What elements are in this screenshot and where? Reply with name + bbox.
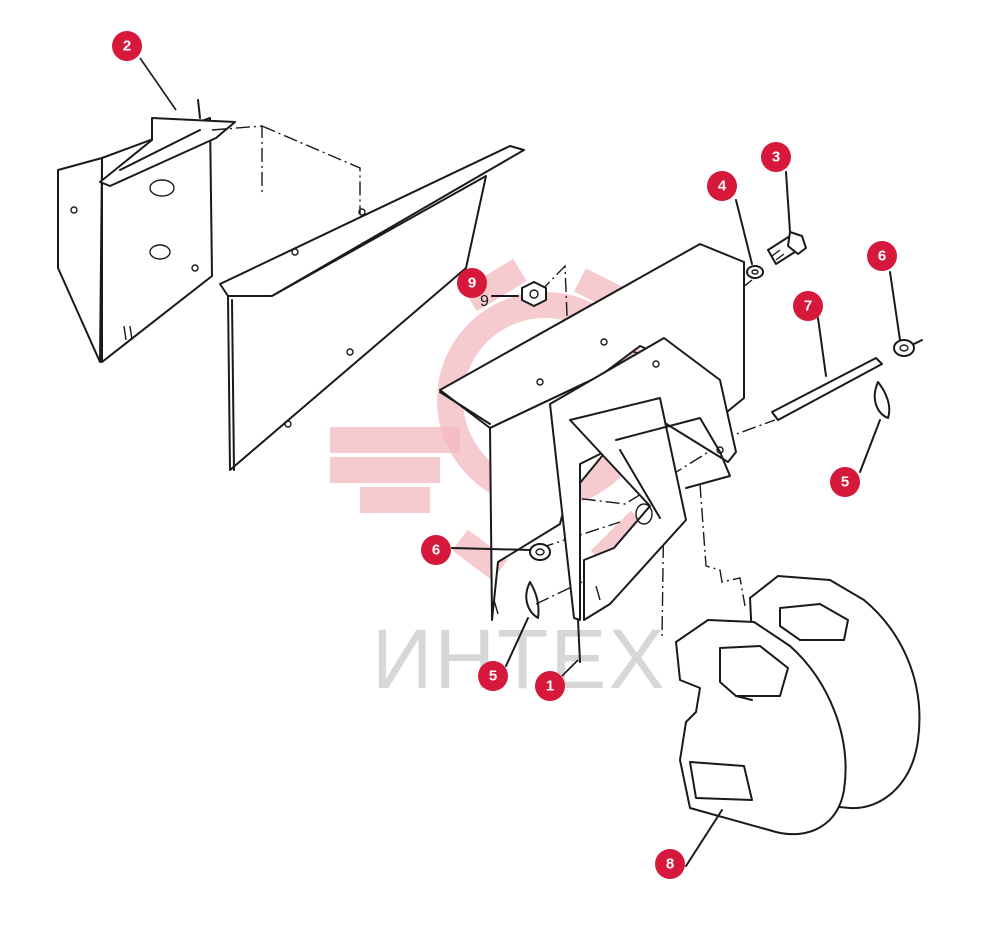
bracket-part-2 (57, 99, 236, 363)
clip-part-5-left (505, 581, 540, 667)
svg-text:8: 8 (666, 856, 674, 873)
washer-part-6-right (889, 271, 923, 357)
washer-part-4 (735, 199, 764, 279)
callout-5-left[interactable]: 5 (478, 661, 508, 691)
callout-8[interactable]: 8 (655, 849, 685, 879)
callout-leaders (139, 57, 579, 677)
svg-text:7: 7 (804, 298, 812, 315)
callout-6-right[interactable]: 6 (867, 241, 897, 271)
weights-part-8 (675, 575, 921, 867)
callout-6-left[interactable]: 6 (421, 535, 451, 565)
callout-2[interactable]: 2 (112, 31, 142, 61)
bolt-part-3 (767, 171, 807, 265)
svg-text:1: 1 (546, 678, 554, 695)
svg-text:5: 5 (841, 474, 849, 491)
washer-part-6-left (451, 543, 551, 561)
callout-9[interactable]: 9 (457, 268, 487, 298)
svg-text:2: 2 (123, 38, 131, 55)
svg-text:6: 6 (878, 248, 886, 265)
cover-plate (219, 145, 525, 471)
svg-text:6: 6 (432, 542, 440, 559)
nut-part-9: 9 (480, 281, 547, 310)
callout-5-right[interactable]: 5 (830, 467, 860, 497)
svg-text:5: 5 (489, 668, 497, 685)
nine-label: 9 (480, 293, 489, 310)
callout-7[interactable]: 7 (793, 291, 823, 321)
svg-text:9: 9 (468, 275, 476, 292)
clip-part-5-right (859, 381, 891, 473)
watermark-text: ИНТЕХ (372, 612, 666, 706)
svg-text:3: 3 (772, 149, 780, 166)
pin-part-7 (771, 317, 883, 421)
weight-bracket-part-1 (439, 243, 745, 663)
callout-4[interactable]: 4 (707, 171, 737, 201)
svg-text:4: 4 (718, 178, 727, 195)
callout-3[interactable]: 3 (761, 142, 791, 172)
callout-1[interactable]: 1 (535, 671, 565, 701)
